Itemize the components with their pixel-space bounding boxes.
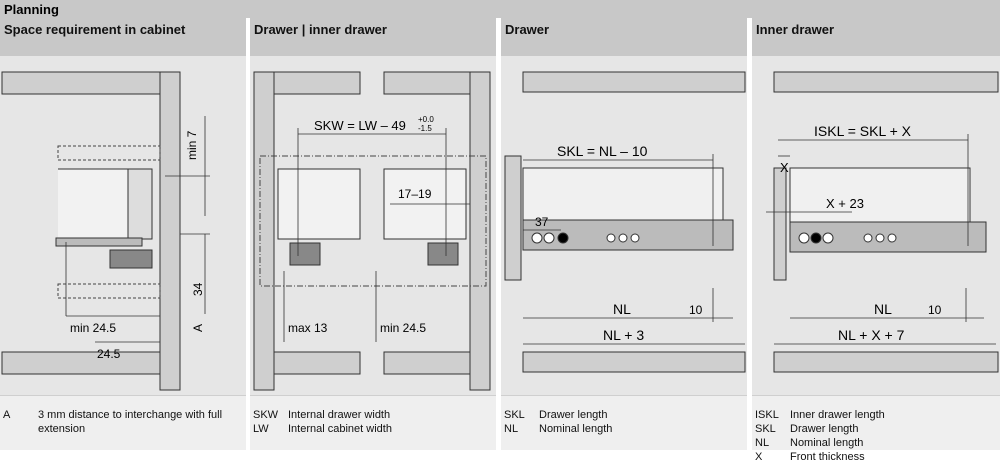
dim-skl: SKL = NL – 10 xyxy=(557,143,648,159)
dim-min-24-5: min 24.5 xyxy=(380,321,426,335)
dim-10: 10 xyxy=(928,303,942,317)
panel-drawer-inner-drawer: Drawer | inner drawer xyxy=(250,18,496,450)
right-wall xyxy=(469,71,491,391)
dim-max-13: max 13 xyxy=(288,321,328,335)
drawer-length-drawing: SKL = NL – 10 37 10 NL NL + 3 xyxy=(504,71,746,373)
dim-nl-x-7: NL + X + 7 xyxy=(838,327,905,343)
bottom-panel-right xyxy=(383,351,471,375)
panel-inner-drawer: Inner drawer ISKL = SK xyxy=(752,18,1000,463)
bottom-panel xyxy=(773,351,999,373)
legend-value: Inner drawer length xyxy=(790,409,885,421)
dim-nl-3: NL + 3 xyxy=(603,327,644,343)
left-wall xyxy=(253,71,275,391)
legend-value: Internal cabinet width xyxy=(288,423,392,435)
bottom-panel-left xyxy=(273,351,361,375)
tol-minus: -1.5 xyxy=(418,124,432,133)
cabinet-cross-section-drawing: min 7 34 A min 24.5 24.5 xyxy=(1,71,210,391)
front-panel xyxy=(504,155,522,281)
panel-header: Space requirement in cabinet xyxy=(0,18,246,56)
planning-header: Planning xyxy=(0,0,1000,18)
panel-title: Drawer xyxy=(505,22,550,37)
top-panel-right xyxy=(383,71,471,95)
legend-key: SKL xyxy=(504,409,525,421)
panel-title: Drawer | inner drawer xyxy=(254,22,387,37)
legend: A 3 mm distance to interchange with full… xyxy=(0,395,246,450)
dim-min-24-5: min 24.5 xyxy=(70,321,116,335)
panel-title: Space requirement in cabinet xyxy=(4,22,186,37)
dim-a: A xyxy=(191,324,205,332)
panel-title: Inner drawer xyxy=(756,22,835,37)
dim-x-23: X + 23 xyxy=(826,196,864,211)
panel-header: Drawer | inner drawer xyxy=(250,18,496,56)
legend: SKW Internal drawer width LW Internal ca… xyxy=(250,395,496,450)
legend-value: Front thickness xyxy=(790,451,865,463)
dim-min-7: min 7 xyxy=(185,130,199,160)
top-panel xyxy=(1,71,161,95)
legend-key: X xyxy=(755,451,763,463)
diagram-inner-drawer: ISKL = SKL + X X X + 23 10 NL NL + X + 7 xyxy=(752,56,1000,395)
legend: SKL Drawer length NL Nominal length xyxy=(501,395,747,450)
legend-key: NL xyxy=(755,437,770,449)
panel-header: Drawer xyxy=(501,18,747,56)
diagram-drawer-inner-drawer: SKW = LW – 49 +0.0 -1.5 17–19 max 13 min… xyxy=(250,56,496,395)
diagram-drawer: SKL = NL – 10 37 10 NL NL + 3 xyxy=(501,56,747,395)
legend-key: LW xyxy=(253,423,269,435)
dim-iskl: ISKL = SKL + X xyxy=(814,123,912,139)
panel-drawer: Drawer SKL = NL – 10 37 xyxy=(501,18,747,450)
side-wall xyxy=(159,71,181,391)
dim-nl: NL xyxy=(874,301,892,317)
legend-key: NL xyxy=(504,423,519,435)
top-panel xyxy=(522,71,746,93)
dim-10: 10 xyxy=(689,303,703,317)
front-panel xyxy=(773,167,787,281)
legend-key: A xyxy=(3,409,11,421)
bottom-panel xyxy=(1,351,161,375)
legend-value: Nominal length xyxy=(539,423,613,435)
legend-value: Drawer length xyxy=(539,409,608,421)
bottom-panel xyxy=(522,351,746,373)
legend-key: ISKL xyxy=(755,409,779,421)
inner-drawer-length-drawing: ISKL = SKL + X X X + 23 10 NL NL + X + 7 xyxy=(766,71,999,373)
top-panel xyxy=(773,71,999,93)
legend-value: 3 mm distance to interchange with full e… xyxy=(38,409,223,435)
dim-x: X xyxy=(780,160,789,175)
legend-key: SKW xyxy=(253,409,279,421)
legend-value: Drawer length xyxy=(790,423,859,435)
panel-header: Inner drawer xyxy=(752,18,1000,56)
legend-key: SKL xyxy=(755,423,776,435)
diagram-space-requirement: min 7 34 A min 24.5 24.5 xyxy=(0,56,246,395)
dim-37: 37 xyxy=(535,215,549,229)
legend-value: Internal drawer width xyxy=(288,409,391,421)
panel-space-requirement: Space requirement in cabinet xyxy=(0,18,246,450)
tol-plus: +0.0 xyxy=(418,115,434,124)
dim-nl: NL xyxy=(613,301,631,317)
dim-24-5: 24.5 xyxy=(97,347,121,361)
dim-17-19: 17–19 xyxy=(398,187,432,201)
page-title: Planning xyxy=(4,2,59,17)
legend-value: Nominal length xyxy=(790,437,864,449)
top-panel-left xyxy=(273,71,361,95)
dim-34: 34 xyxy=(191,282,205,296)
dim-skw: SKW = LW – 49 xyxy=(314,118,406,133)
legend: ISKL Inner drawer length SKL Drawer leng… xyxy=(752,395,1000,463)
runner xyxy=(522,219,734,251)
drawer-width-drawing: SKW = LW – 49 +0.0 -1.5 17–19 max 13 min… xyxy=(253,71,491,391)
